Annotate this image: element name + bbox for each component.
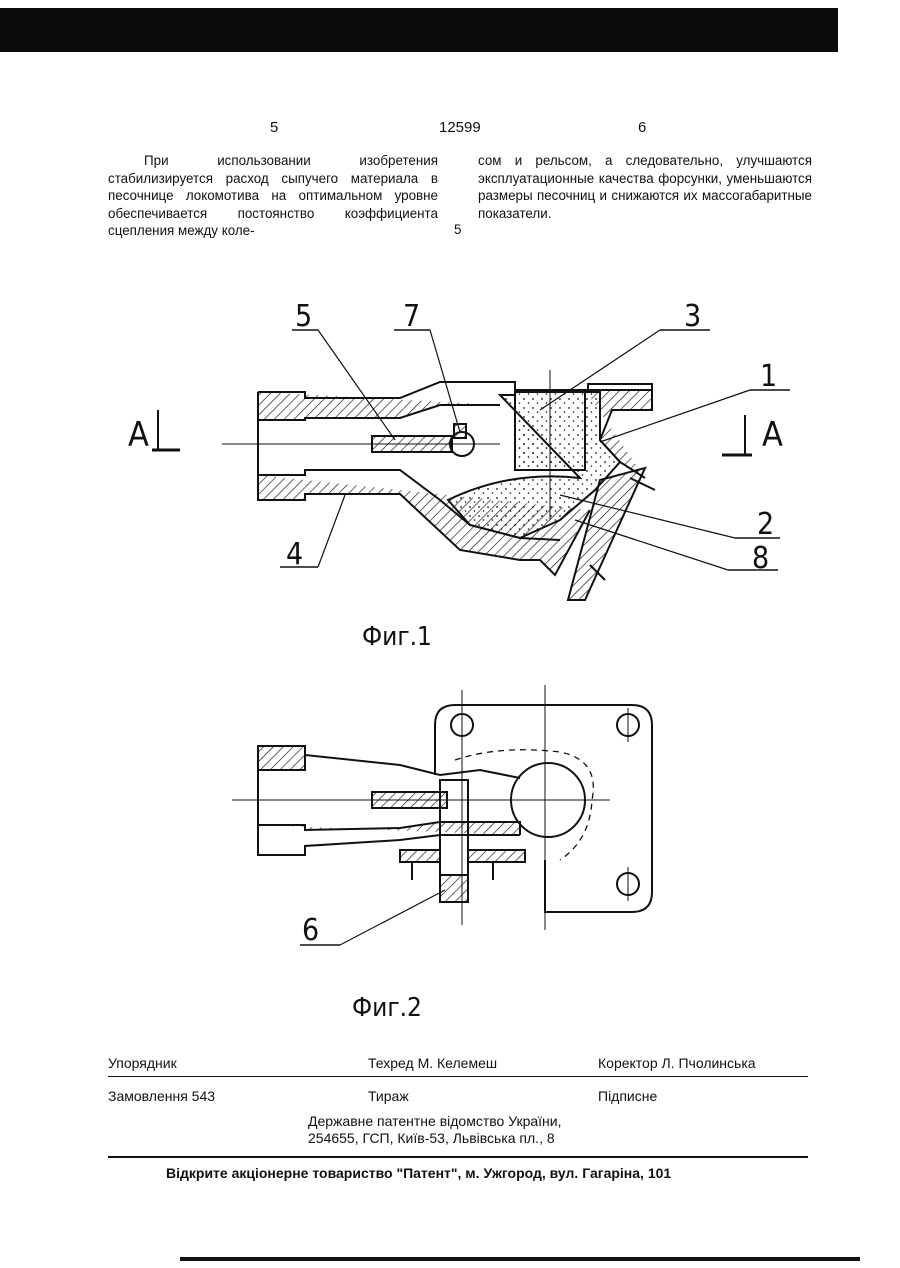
fig1-label-2: 2: [757, 507, 774, 542]
fig1-label-3: 3: [684, 299, 701, 334]
fig1-leader-4: [318, 495, 345, 567]
figure-2: [232, 685, 652, 945]
fig2-bottom-wall: [258, 822, 520, 835]
colophon-office-line1: Державне патентне відомство України,: [308, 1113, 562, 1129]
fig2-lug-left: [400, 850, 440, 862]
fig1-top-wall: [258, 392, 500, 420]
colophon-office-line2: 254655, ГСП, Київ-53, Львівська пл., 8: [308, 1130, 555, 1146]
colophon-circulation: Тираж: [368, 1088, 409, 1104]
colophon-subscription: Підписне: [598, 1088, 657, 1104]
fig1-label-8: 8: [752, 541, 769, 576]
fig1-caption: Фиг.1: [362, 622, 432, 652]
fig1-section-label-left: А: [128, 415, 149, 455]
fig1-label-1: 1: [760, 359, 777, 394]
fig1-label-4: 4: [286, 537, 303, 572]
fig2-leader-6: [340, 890, 445, 945]
fig1-label-7: 7: [403, 299, 420, 334]
colophon-order: Замовлення 543: [108, 1088, 215, 1104]
fig2-stem-end: [440, 875, 468, 902]
fig1-label-5: 5: [295, 299, 312, 334]
colophon-corrector: Коректор Л. Пчолинська: [598, 1055, 756, 1071]
colophon-rule-2: [108, 1156, 808, 1158]
fig1-leader-5: [318, 330, 395, 440]
fig2-top-wall: [258, 746, 305, 770]
fig2-hidden-outline: [455, 750, 593, 860]
fig2-caption: Фиг.2: [352, 993, 422, 1023]
bottom-edge-line: [180, 1257, 860, 1261]
colophon-rule-1: [108, 1076, 808, 1077]
fig1-section-label-right: А: [762, 415, 783, 455]
figure-1: [152, 330, 790, 600]
colophon-publisher: Відкрите акціонерне товариство "Патент",…: [166, 1165, 671, 1181]
colophon-tech-editor: Техред М. Келемеш: [368, 1055, 497, 1071]
fig2-label-6: 6: [302, 913, 319, 948]
colophon-compiler: Упорядник: [108, 1055, 177, 1071]
fig2-lug-right: [468, 850, 525, 862]
